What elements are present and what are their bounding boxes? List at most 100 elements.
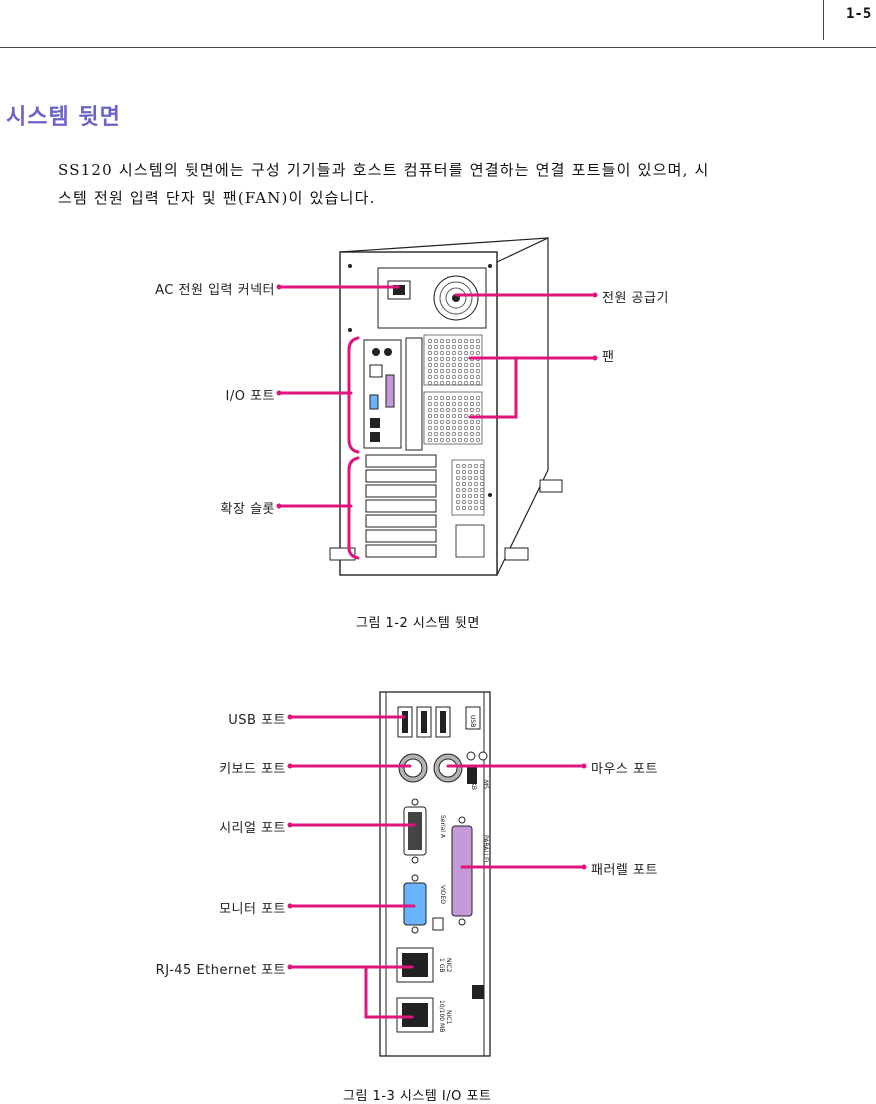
grille-hole [439, 374, 445, 380]
grille-hole [469, 407, 475, 413]
grille-hole [469, 374, 475, 380]
grille-hole [433, 356, 439, 362]
grille-hole [433, 437, 439, 443]
grille-hole [457, 407, 463, 413]
grille-hole [433, 395, 439, 401]
grille-hole [463, 425, 469, 431]
paragraph-line-2: 스템 전원 입력 단자 및 팬(FAN)이 있습니다. [58, 189, 376, 207]
grille-hole [467, 493, 473, 499]
grille-hole [445, 344, 451, 350]
grille-hole [439, 425, 445, 431]
header-rule [0, 47, 876, 48]
grille-hole [475, 407, 481, 413]
grille-hole [433, 350, 439, 356]
grille-hole [451, 407, 457, 413]
grille-hole [475, 401, 481, 407]
grille-hole [469, 401, 475, 407]
grille-hole [427, 401, 433, 407]
grille-hole [475, 425, 481, 431]
grille-hole [433, 380, 439, 386]
grille-hole [433, 425, 439, 431]
grille-hole [473, 481, 479, 487]
header-divider [823, 0, 824, 40]
label-parallel-port: 패러렐 포트 [591, 863, 658, 878]
grille-hole [475, 437, 481, 443]
grille-hole [451, 431, 457, 437]
grille-hole [445, 413, 451, 419]
grille-hole [479, 493, 485, 499]
grille-hole [461, 493, 467, 499]
grille-hole [439, 407, 445, 413]
grille-hole [469, 344, 475, 350]
grille-hole [433, 413, 439, 419]
label-usb-port: USB 포트 [228, 713, 286, 728]
grille-hole [463, 362, 469, 368]
grille-hole [463, 419, 469, 425]
grille-hole [455, 505, 461, 511]
figure-2-caption: 그림 1-3 시스템 I/O 포트 [343, 1089, 492, 1104]
grille-hole [463, 437, 469, 443]
grille-hole [445, 425, 451, 431]
grille-hole [467, 499, 473, 505]
grille-hole [455, 481, 461, 487]
panel-text-parallel: PARALLEL [482, 835, 489, 865]
grille-hole [457, 413, 463, 419]
label-power-supply: 전원 공급기 [602, 291, 669, 306]
grille-hole [433, 374, 439, 380]
panel-text-nic2: NIC2 [445, 958, 452, 973]
grille-hole [463, 338, 469, 344]
grille-hole [467, 505, 473, 511]
grille-hole [433, 419, 439, 425]
label-rj45-port: RJ-45 Ethernet 포트 [155, 963, 286, 978]
label-keyboard-port: 키보드 포트 [219, 762, 286, 777]
grille-hole [445, 356, 451, 362]
grille-hole [427, 431, 433, 437]
grille-hole [451, 338, 457, 344]
section-paragraph: SS120 시스템의 뒷면에는 구성 기기들과 호스트 컴퓨터를 연결하는 연결… [58, 156, 876, 212]
grille-hole [451, 368, 457, 374]
grille-hole [479, 499, 485, 505]
grille-hole [469, 425, 475, 431]
figure-1-caption: 그림 1-2 시스템 뒷면 [356, 616, 480, 631]
grille-hole [473, 469, 479, 475]
grille-hole [457, 419, 463, 425]
grille-hole [427, 350, 433, 356]
grille-hole [473, 505, 479, 511]
grille-hole [445, 431, 451, 437]
grille-hole [427, 374, 433, 380]
grille-hole [457, 368, 463, 374]
grille-hole [451, 356, 457, 362]
grille-hole [439, 362, 445, 368]
grille-hole [427, 362, 433, 368]
grille-hole [427, 407, 433, 413]
grille-hole [457, 425, 463, 431]
panel-text-ms: MS [482, 780, 489, 789]
grille-hole [451, 419, 457, 425]
grille-hole [457, 374, 463, 380]
grille-hole [457, 431, 463, 437]
grille-hole [439, 356, 445, 362]
grille-hole [451, 374, 457, 380]
page-number: 1-5 [846, 6, 872, 22]
grille-hole [461, 475, 467, 481]
panel-text-video: VIDEO [439, 885, 446, 905]
grille-hole [455, 475, 461, 481]
grille-hole [469, 350, 475, 356]
grille-hole [475, 362, 481, 368]
panel-text-kb: KB [470, 782, 477, 791]
grille-hole [457, 338, 463, 344]
label-io-port: I/O 포트 [225, 389, 275, 404]
grille-hole [473, 487, 479, 493]
grille-hole [463, 431, 469, 437]
grille-hole [445, 437, 451, 443]
grille-hole [433, 368, 439, 374]
grille-hole [427, 338, 433, 344]
grille-hole [455, 469, 461, 475]
panel-text-nic1-speed: 10/100 MB [438, 1000, 445, 1033]
grille-hole [433, 401, 439, 407]
grille-hole [439, 401, 445, 407]
label-fan: 팬 [602, 350, 615, 365]
grille-hole [439, 350, 445, 356]
